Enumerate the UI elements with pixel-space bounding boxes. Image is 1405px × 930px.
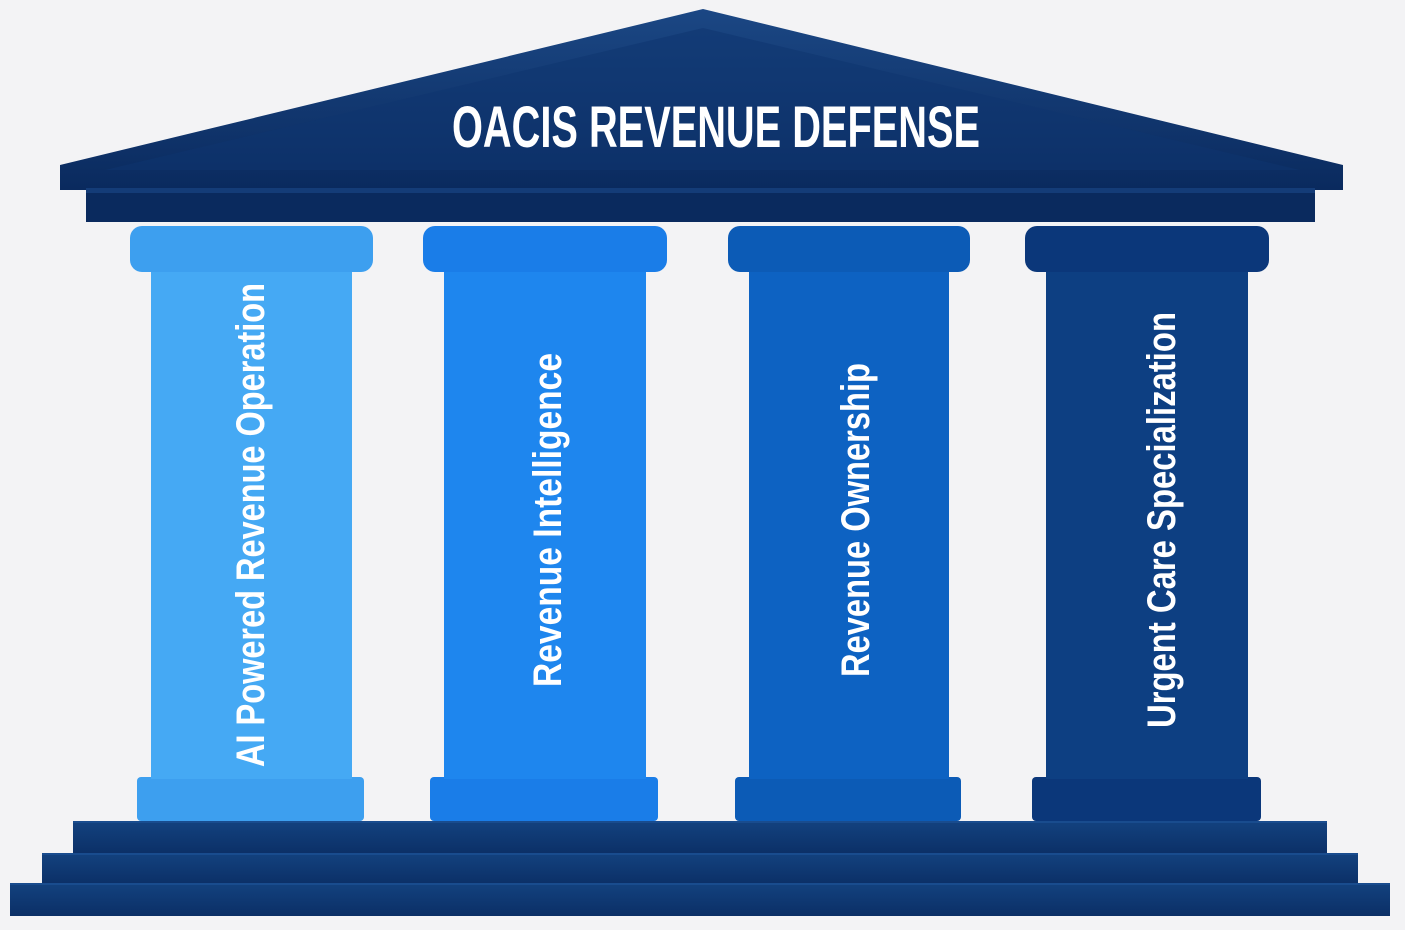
roof-beam-highlight: [86, 188, 1315, 193]
pillar-2-base: [430, 777, 658, 821]
pillar-4-capital: [1025, 226, 1269, 272]
step-bottom: [10, 883, 1390, 916]
pillar-3-shaft: [749, 266, 949, 779]
pillar-1-base: [137, 777, 364, 821]
pillar-4-label: Urgent Care Specialization: [1140, 312, 1184, 728]
temple-steps: [10, 821, 1390, 916]
pillar-3-label: Revenue Ownership: [834, 363, 878, 677]
pillar-3-capital: [728, 226, 970, 272]
step-middle-edge: [42, 853, 1358, 855]
pillar-1-label: AI Powered Revenue Operation: [229, 283, 273, 767]
step-bottom-edge: [10, 883, 1390, 885]
roof-pediment-inner-shade: [105, 28, 1300, 170]
roof: OACIS REVENUE DEFENSE: [60, 9, 1343, 222]
step-top-edge: [73, 821, 1327, 823]
pillar-2-shaft: [444, 266, 646, 779]
pillar-3: Revenue Ownership: [728, 226, 970, 821]
roof-title: OACIS REVENUE DEFENSE: [452, 95, 980, 160]
pillar-4-base: [1032, 777, 1261, 821]
pillar-1-capital: [130, 226, 373, 272]
pillar-3-base: [735, 777, 961, 821]
pillar-2: Revenue Intelligence: [423, 226, 667, 821]
pillar-1: AI Powered Revenue Operation: [130, 226, 373, 821]
pillar-2-label: Revenue Intelligence: [526, 353, 570, 687]
pillar-2-capital: [423, 226, 667, 272]
pillar-1-shaft: [151, 266, 352, 779]
roof-beam: [86, 188, 1315, 222]
pillar-4-shaft: [1046, 266, 1248, 779]
pillar-4: Urgent Care Specialization: [1025, 226, 1269, 821]
step-top: [73, 821, 1327, 855]
step-middle: [42, 853, 1358, 885]
